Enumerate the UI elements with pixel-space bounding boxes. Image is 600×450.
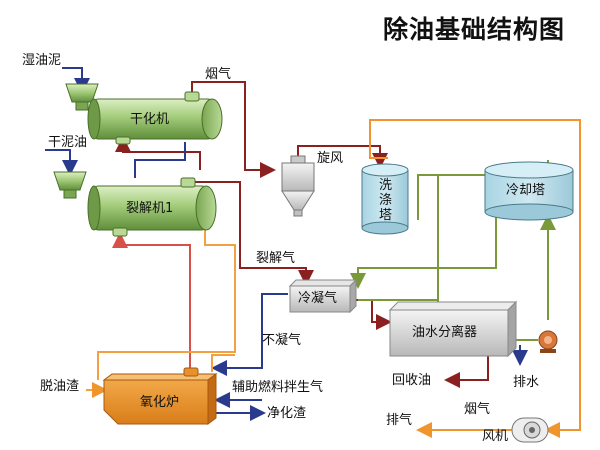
dry-sludge-label: 干泥油 bbox=[48, 135, 88, 150]
cracker-link-line bbox=[185, 151, 201, 170]
washer-label: 洗 涤 塔 bbox=[379, 178, 393, 223]
flue-gas-top-label: 烟气 bbox=[205, 67, 232, 82]
flue-gas-bottom-label: 烟气 bbox=[464, 402, 491, 417]
furnace bbox=[102, 367, 218, 425]
clean-residue-label: 净化渣 bbox=[267, 406, 307, 421]
cyclone-separator bbox=[281, 155, 315, 217]
dry-sludge-hopper bbox=[53, 171, 87, 199]
recovered-oil-line bbox=[444, 355, 489, 388]
fan-icon bbox=[511, 417, 549, 443]
hot-gas-loop bbox=[97, 225, 236, 380]
pyrolysis-gas-line bbox=[192, 181, 314, 286]
dryer-label: 干化机 bbox=[130, 112, 170, 127]
washer-tower bbox=[361, 163, 409, 235]
noncondensable-line bbox=[211, 293, 288, 376]
drain-water-label: 排水 bbox=[513, 375, 540, 390]
condenser-box bbox=[288, 278, 358, 314]
furnace-to-cracker-line bbox=[112, 232, 191, 372]
recovered-oil-label: 回收油 bbox=[392, 373, 432, 388]
deoiled-residue-label: 脱油渣 bbox=[40, 379, 80, 394]
cooling-to-condenser-line bbox=[350, 210, 497, 289]
wet-sludge-label: 湿油泥 bbox=[22, 53, 62, 68]
wet-sludge-line bbox=[62, 67, 90, 94]
dryer-gas-line bbox=[191, 81, 276, 178]
fan-label: 风机 bbox=[482, 429, 509, 444]
cooling-tower-label: 冷却塔 bbox=[506, 183, 546, 198]
dryer-drum bbox=[87, 91, 223, 145]
exhaust-label: 排气 bbox=[386, 413, 413, 428]
furnace-exhaust-stub bbox=[211, 354, 235, 372]
dry-sludge-line bbox=[45, 149, 78, 176]
cooling-tower bbox=[484, 161, 574, 221]
dryer-cracker-link bbox=[134, 142, 186, 178]
cyclone-gas-line bbox=[297, 145, 388, 169]
pyrolysis-gas-label: 裂解气 bbox=[256, 251, 296, 266]
flue-gas-main-line bbox=[369, 119, 581, 438]
furnace-label: 氧化炉 bbox=[140, 395, 180, 410]
cracker-drum bbox=[87, 177, 217, 237]
diagram-title: 除油基础结构图 bbox=[383, 15, 566, 44]
pump-icon bbox=[538, 330, 558, 353]
dryer-return-line bbox=[115, 136, 185, 153]
noncondensable-gas-label: 不凝气 bbox=[262, 333, 302, 348]
separator-box bbox=[388, 300, 518, 358]
cyclone-label: 旋风 bbox=[317, 151, 344, 166]
condenser-label: 冷凝气 bbox=[298, 291, 338, 306]
separator-label: 油水分离器 bbox=[412, 325, 478, 340]
washer-water-line bbox=[417, 174, 439, 305]
cracker-label: 裂解机1 bbox=[126, 201, 174, 216]
aux-fuel-label: 辅助燃料拌生气 bbox=[232, 380, 324, 395]
